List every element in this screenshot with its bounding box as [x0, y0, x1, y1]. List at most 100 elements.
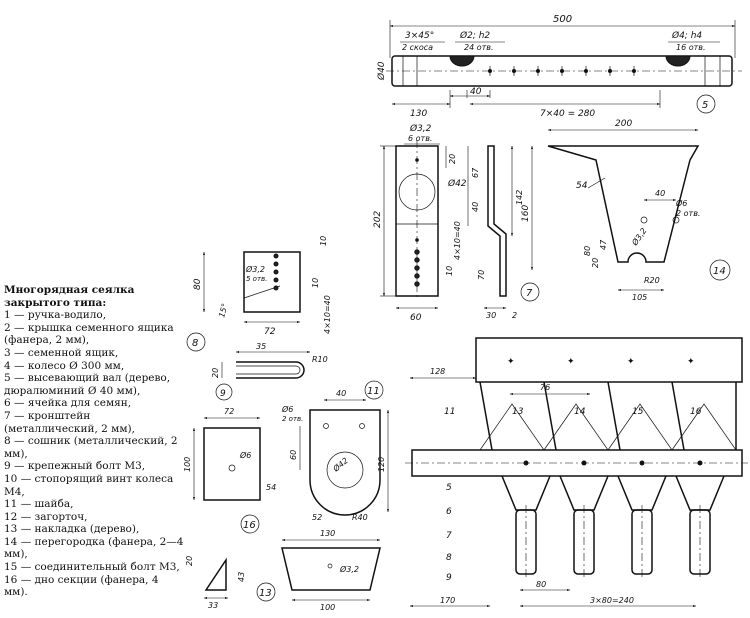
partition-dim-bottom: 105 — [632, 293, 647, 302]
assembly-dim-170: 170 — [440, 596, 455, 605]
bracket-dim-60: 60 — [410, 313, 422, 323]
part-11-washer: 40 Ø6 2 отв. Ø42 60 120 52 R40 11 — [281, 380, 390, 522]
washer-radius-in: 52 — [312, 513, 322, 522]
partition-wall — [607, 381, 621, 451]
legend-item: 3 — семенной ящик, — [4, 346, 119, 359]
funnel — [617, 475, 667, 511]
shaft-hole-small: Ø2; h2 — [459, 30, 490, 41]
coulter-hole-count: 5 отв. — [246, 275, 267, 283]
assembly-label: 16 — [690, 407, 702, 417]
partition-wall — [671, 381, 685, 451]
partition-dim-80: 80 — [583, 246, 592, 256]
legend-item: 6 — ячейка для семян, — [4, 397, 132, 410]
bracket-dim-142: 142 — [515, 190, 524, 205]
shaft-hole — [488, 69, 492, 73]
top-mark: ✦ — [627, 357, 635, 367]
coulter-hole — [273, 277, 279, 283]
legend-item: 7 — кронштейн (металлический, 2 мм), — [4, 409, 135, 435]
bracket-dim-2: 2 — [512, 311, 517, 320]
bracket-hole — [414, 257, 420, 263]
shaft-bolt — [523, 460, 529, 466]
bracket-hole — [414, 249, 420, 255]
washer-dim-120: 120 — [377, 457, 386, 472]
partition-dim-47: 47 — [599, 239, 608, 250]
part-9-ubolt: 35 20 R10 9 — [211, 342, 328, 401]
bolt-dim-20: 20 — [211, 368, 220, 378]
assembly-dim-80: 80 — [536, 580, 546, 589]
coulter-dim-series: 4×10=40 — [323, 295, 332, 334]
shaft-chamfer-note: 2 скоса — [402, 43, 433, 52]
legend-item: 12 — загорточ, — [4, 510, 88, 523]
coulter-part-number: 8 — [192, 338, 198, 349]
legend-title: Многорядная сеялка закрытого типа: — [4, 284, 135, 309]
washer-hole-count: 2 отв. — [282, 415, 303, 423]
assembly-callout-8: 8 — [446, 553, 452, 563]
bracket-circle: Ø42 — [447, 178, 467, 189]
funnel — [675, 475, 725, 511]
partition-arc: R20 — [644, 276, 660, 285]
partition-dim-top: 200 — [615, 119, 632, 129]
partition-dim-40: 40 — [655, 189, 665, 198]
legend-item: 16 — дно секции (фанера, 4 мм). — [4, 573, 162, 599]
bracket-dim-20: 20 — [448, 154, 457, 164]
bracket-part-number: 7 — [526, 288, 533, 299]
bracket-dim-40: 40 — [471, 202, 480, 212]
bolt-radius: R10 — [312, 355, 328, 364]
legend-item: 9 — крепежный болт М3, — [4, 460, 146, 473]
assembly-label: 14 — [574, 407, 586, 417]
legend-item: 10 — стопорящий винт колеса М4, — [4, 472, 177, 498]
bracket-dim-30: 30 — [486, 311, 496, 320]
coulter-hole — [273, 253, 279, 259]
bracket-hole-count: 6 отв. — [408, 134, 432, 143]
coulter-dim-80: 80 — [193, 278, 203, 290]
assembly-callout-9: 9 — [446, 573, 452, 583]
bracket-hole — [414, 265, 420, 271]
bracket-dim-series: 4×10=40 — [453, 221, 462, 260]
shaft-part-number: 5 — [702, 100, 708, 111]
top-mark: ✦ — [687, 357, 695, 367]
shaft-hole — [512, 69, 516, 73]
coulter-hole — [273, 269, 279, 275]
part-5-shaft: 500 3×45° 2 скоса Ø2; h2 24 отв. Ø4; h4 … — [376, 14, 742, 119]
partition-part-number: 14 — [713, 266, 726, 277]
part-8-coulter: Ø3,2 5 отв. 80 15° 10 10 4×10=40 72 8 — [186, 236, 332, 352]
assembly-label: 13 — [512, 407, 524, 417]
shaft-hole-large: Ø4; h4 — [671, 30, 702, 41]
coulter-hole — [273, 261, 279, 267]
shaft-bolt — [697, 460, 703, 466]
bracket-hole: Ø3,2 — [409, 123, 432, 134]
partition-hole: Ø6 — [675, 198, 687, 208]
bracket-dim-height: 202 — [373, 211, 383, 228]
partition-hole-small: Ø3,2 — [629, 226, 649, 248]
liner-dim-20: 20 — [185, 556, 194, 566]
legend-items: 1 — ручка-водило,2 — крышка семенного ящ… — [4, 309, 184, 599]
top-mark: ✦ — [507, 357, 515, 367]
shaft-hole — [560, 69, 564, 73]
legend-item: 14 — перегородка (фанера, 2—4 мм), — [4, 535, 187, 561]
legend-item: 2 — крышка семенного ящика (фанера, 2 мм… — [4, 321, 177, 347]
top-mark: ✦ — [567, 357, 575, 367]
coulter-dim-10b: 10 — [311, 278, 320, 288]
assembly-dim-series: 3×80=240 — [590, 596, 634, 605]
bottom-dim-72: 72 — [224, 407, 234, 416]
shaft-hole-small-count: 24 отв. — [464, 43, 494, 52]
partition-dim-20: 20 — [591, 258, 600, 268]
part-7-bracket: Ø3,2 6 отв. Ø42 202 20 60 67 40 142 4×10… — [373, 123, 540, 323]
shaft-bolt — [639, 460, 645, 466]
legend-item: 5 — высевающий вал (дерево, дюралюминий … — [4, 372, 174, 397]
bottom-radius: 54 — [266, 483, 276, 492]
shaft-chamfer: 3×45° — [405, 31, 434, 41]
legend-item: 1 — ручка-водило, — [4, 309, 107, 322]
coulter-dim-10a: 10 — [319, 236, 328, 246]
assembly-label: 15 — [632, 407, 644, 417]
assembly-callout-7: 7 — [446, 531, 452, 541]
liner-dim-33: 33 — [208, 601, 218, 610]
washer-radius-out: R40 — [352, 513, 368, 522]
liner-part-number: 13 — [259, 588, 272, 599]
shaft-dim-step: 40 — [470, 87, 482, 97]
funnel — [501, 475, 551, 511]
bracket-hole — [414, 281, 420, 287]
coulter-angle: 15° — [217, 302, 229, 318]
